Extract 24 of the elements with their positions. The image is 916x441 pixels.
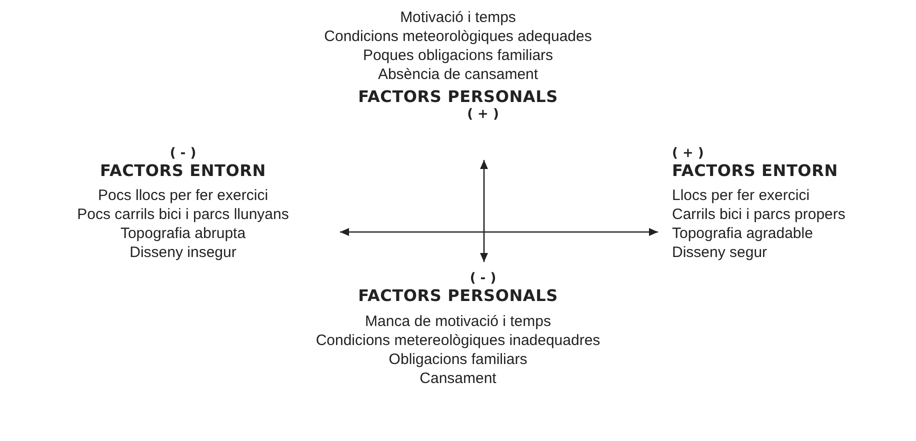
item-text: Carrils bici i parcs propers (672, 206, 846, 224)
item-text: Condicions metereològiques inadequadres (316, 332, 600, 350)
sign-label: ( - ) (170, 145, 196, 163)
item-text: Poques obligacions familiars (362, 47, 554, 65)
sign-label: ( - ) (470, 270, 496, 288)
item-text: Topografia abrupta (120, 225, 246, 243)
item-text: Pocs llocs per fer exercici (98, 187, 268, 205)
item-text: Disseny insegur (130, 244, 236, 262)
sign-label: ( + ) (467, 106, 499, 124)
item-text: Condicions meteorològiques adequades (324, 28, 592, 46)
item-text: Cansament (420, 370, 496, 388)
factor-heading: FACTORS ENTORN (100, 162, 266, 180)
item-text: Motivació i temps (400, 9, 516, 27)
item-text: Pocs carrils bici i parcs llunyans (77, 206, 289, 224)
factor-heading: FACTORS PERSONALS (358, 287, 558, 305)
item-text: Topografia agradable (672, 225, 813, 243)
sign-label: ( + ) (672, 145, 704, 163)
factor-heading: FACTORS PERSONALS (358, 88, 558, 106)
item-text: Disseny segur (672, 244, 768, 262)
item-text: Obligacions familiars (388, 351, 528, 369)
item-text: Manca de motivació i temps (365, 313, 551, 331)
item-text: Absència de cansament (378, 66, 538, 84)
item-text: Llocs per fer exercici (672, 187, 810, 205)
factor-heading: FACTORS ENTORN (672, 162, 838, 180)
